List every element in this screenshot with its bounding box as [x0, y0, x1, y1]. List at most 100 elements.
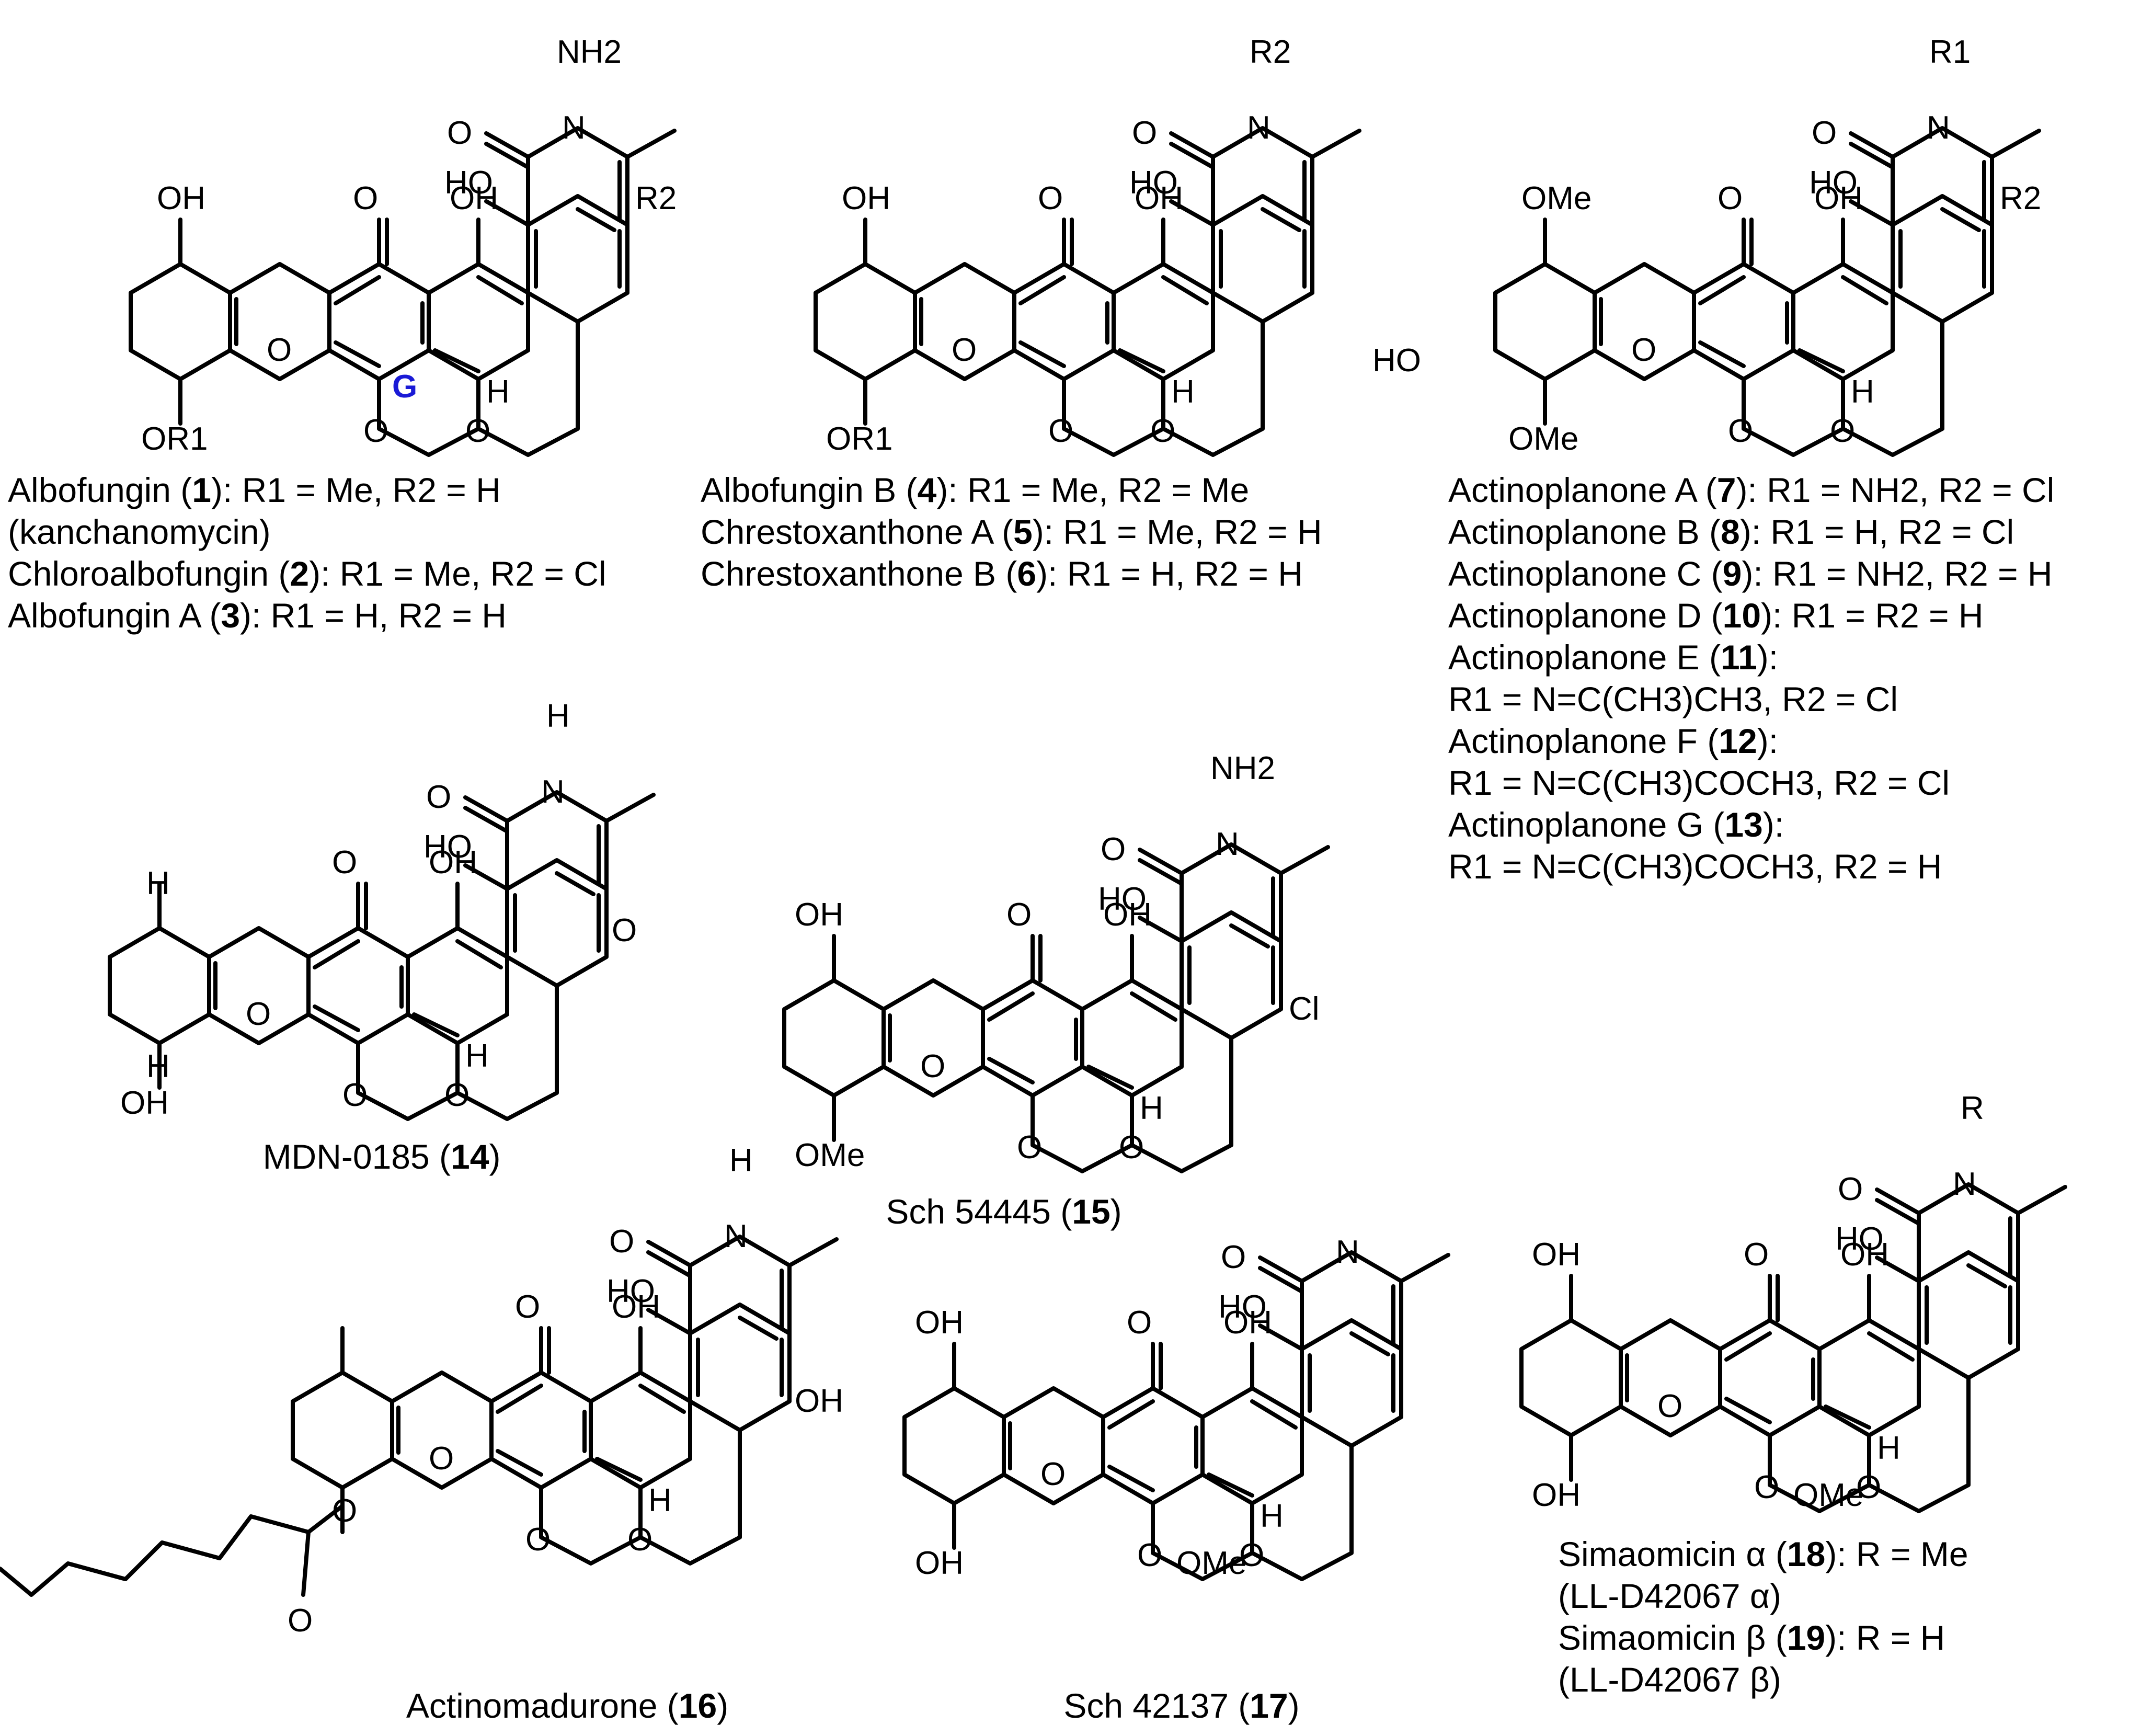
compound-number: 10: [1723, 596, 1761, 635]
nitrogen-label: N: [1336, 1234, 1359, 1270]
methoxy-label: OMe: [1508, 421, 1578, 457]
compound-substituents: ): R1 = Me, R2 = H: [1033, 512, 1322, 551]
compound-substituents: ): R1 = H, R2 = H: [240, 596, 507, 635]
hydroxyl-label: OH: [429, 844, 477, 881]
stereo-hydrogen-label: H: [1851, 374, 1874, 410]
structure-sch-42137: O OH O OH HO O N OH OMe O O H: [905, 1234, 1448, 1581]
dioxy-oxygen-label: O: [1239, 1537, 1264, 1573]
nitrogen-label: N: [541, 774, 565, 810]
hydroxyl-label: OH: [1814, 180, 1863, 216]
carbonyl-oxygen-label: O: [609, 1224, 634, 1260]
carbonyl-oxygen-label: O: [1101, 831, 1126, 867]
dioxy-oxygen-label: O: [1137, 1537, 1162, 1573]
r2-label: R2: [1250, 34, 1291, 70]
compound-name: Chrestoxanthone A (: [701, 512, 1013, 551]
compound-number: 17: [1250, 1686, 1288, 1725]
stereo-hydrogen-label: H: [146, 1048, 170, 1084]
hydroxyl-label: OH: [795, 897, 843, 933]
stereo-hydrogen-label: H: [1140, 1090, 1163, 1126]
dioxy-oxygen-label: O: [1119, 1129, 1144, 1166]
compound-name: Actinoplanone D (: [1448, 596, 1723, 635]
compound-substituents: ): [1288, 1686, 1300, 1725]
hydroxyl-label: OH: [915, 1305, 964, 1341]
structure-simaomicin: O OH O OH HO O N R OH OMe O O H: [1521, 1090, 2065, 1513]
hydroxyl-label-2: HO: [1098, 881, 1147, 917]
carbonyl-oxygen-label: O: [447, 115, 472, 151]
hydroxyl-label-2: HO: [444, 165, 493, 201]
ketone-oxygen-label: O: [612, 912, 637, 949]
caption-line: (kanchanomycin): [8, 512, 271, 551]
hydroxyl-label-2: HO: [1218, 1289, 1267, 1325]
hydroxyl-label: OH: [612, 1289, 660, 1325]
nitrogen-label: N: [562, 110, 586, 146]
hydroxyl-label: OH: [120, 1085, 169, 1121]
r-label: R: [1961, 1090, 1984, 1126]
r2-label: R2: [2000, 180, 2041, 216]
ketone-oxygen-label: O: [1127, 1305, 1152, 1341]
compound-name: Actinoplanone G (: [1448, 805, 1724, 844]
compound-name: Albofungin (: [8, 471, 192, 509]
structure-actinomadurone: O O OH HO O N H OH O O O O H: [0, 1143, 843, 1639]
caption-line: Actinoplanone G (13):: [1448, 805, 1784, 844]
stereo-hydrogen-label: H: [1171, 374, 1195, 410]
compound-number: 7: [1717, 471, 1736, 509]
ketone-oxygen-label: O: [332, 844, 357, 881]
carbonyl-oxygen-label: O: [426, 779, 451, 815]
compound-name: Actinoplanone A (: [1448, 471, 1717, 509]
carbonyl-oxygen-label: O: [288, 1603, 313, 1639]
compound-number: 6: [1017, 554, 1036, 593]
compound-name: R1 = N=C(CH3)CH3, R2 = Cl: [1448, 680, 1898, 718]
compound-substituents: ): R1 = NH2, R2 = Cl: [1736, 471, 2054, 509]
caption-line: Chrestoxanthone B (6): R1 = H, R2 = H: [701, 554, 1303, 593]
ring-oxygen-label: O: [1657, 1388, 1682, 1424]
hydroxyl-label: OH: [842, 180, 890, 216]
dioxy-oxygen-label: O: [1017, 1129, 1042, 1166]
compound-name: Albofungin B (: [701, 471, 918, 509]
compound-substituents: ): [1110, 1192, 1122, 1231]
dioxy-oxygen-label: O: [1728, 413, 1753, 449]
compound-number: 16: [679, 1686, 717, 1725]
compound-number: 4: [918, 471, 937, 509]
compound-substituents: ): R1 = R2 = H: [1761, 596, 1984, 635]
carbonyl-oxygen-label: O: [1132, 115, 1157, 151]
stereo-hydrogen-label: H: [465, 1038, 489, 1074]
ester-oxygen-label: O: [332, 1493, 357, 1529]
r1-label: R1: [1929, 34, 1971, 70]
compound-number: 12: [1719, 722, 1757, 760]
compound-name: Sch 54445 (: [886, 1192, 1072, 1231]
ketone-oxygen-label: O: [515, 1289, 540, 1325]
hydroxyl-label-2: HO: [606, 1273, 655, 1309]
ring-oxygen-label: O: [267, 332, 292, 368]
ring-oxygen-label: O: [920, 1048, 945, 1084]
caption-line: Actinoplanone A (7): R1 = NH2, R2 = Cl: [1448, 471, 2054, 509]
compound-number: 2: [290, 554, 309, 593]
compound-substituents: ): R = Me: [1825, 1535, 1968, 1573]
carbonyl-oxygen-label: O: [1812, 115, 1837, 151]
caption-line: Actinomadurone (16): [406, 1686, 728, 1725]
hydroxyl-label-2: HO: [1835, 1221, 1884, 1257]
stereo-hydrogen-label: H: [1260, 1498, 1284, 1534]
compound-substituents: ):: [1757, 638, 1778, 677]
methoxy-label: OMe: [1176, 1545, 1246, 1581]
compound-name: Albofungin A (: [8, 596, 221, 635]
methoxy-label: OMe: [795, 1137, 865, 1173]
stereo-hydrogen-label: H: [146, 865, 170, 901]
stereo-hydrogen-label: H: [648, 1482, 672, 1518]
hydroxyl-label: OH: [1103, 897, 1152, 933]
hydroxyl-label-2: HO: [1129, 165, 1178, 201]
structure-albofungin: O OH O OH HO O N NH2 R2 OR1 O O H G: [131, 34, 677, 457]
methoxy-label: OMe: [1521, 180, 1592, 216]
nitrogen-label: N: [1927, 110, 1950, 146]
compound-substituents: ): R1 = Me, R2 = Cl: [309, 554, 606, 593]
ring-oxygen-label: O: [429, 1441, 454, 1477]
compound-substituents: ):: [1763, 805, 1784, 844]
nitrogen-label: N: [724, 1218, 748, 1254]
compound-captions: Albofungin (1): R1 = Me, R2 = H(kanchano…: [8, 471, 2054, 1725]
ketone-oxygen-label: O: [1744, 1237, 1769, 1273]
chloro-label: Cl: [1289, 991, 1320, 1027]
caption-line: R1 = N=C(CH3)COCH3, R2 = H: [1448, 847, 1942, 886]
amino-label: NH2: [1210, 750, 1275, 786]
compound-name: (LL-D42067 β): [1558, 1660, 1781, 1699]
hydroxyl-label: OH: [1223, 1305, 1272, 1341]
